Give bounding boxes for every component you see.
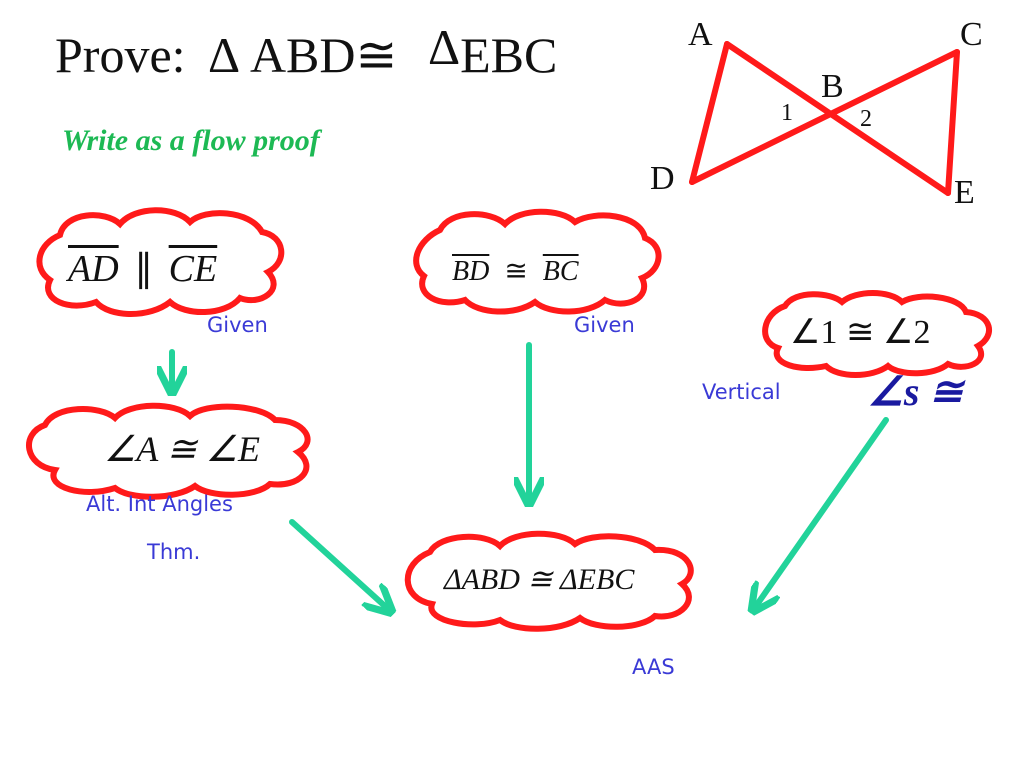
triangle-abd: ABD: [249, 27, 356, 83]
reason-step-4-line1: Alt. Int Angles: [86, 492, 233, 516]
segment-ce: [945, 49, 960, 196]
point-label-c: C: [960, 16, 983, 53]
statement-ad-parallel-ce: AD ∥ CE: [68, 246, 217, 291]
reason-step-1: Given: [207, 313, 268, 337]
cloud-step-2: [413, 208, 662, 315]
triangle-diagram: [689, 41, 960, 196]
segment-ad-label: AD: [68, 248, 119, 290]
reason-step-4-line2: Thm.: [147, 540, 201, 564]
reason-step-3-tail: ∠s ≅: [868, 369, 963, 414]
segment-bc-label: BC: [542, 256, 579, 287]
triangle-ebc: EBC: [460, 27, 558, 83]
reason-step-5: AAS: [632, 655, 675, 679]
cloud-step-1: [36, 207, 285, 317]
flow-arrows: [172, 342, 889, 608]
congruent-symbol-2: ≅: [504, 256, 528, 287]
reason-step-2: Given: [574, 313, 635, 337]
subtitle: Write as a flow proof: [62, 124, 320, 157]
triangle-symbol-2: Δ: [427, 19, 461, 75]
point-label-b: B: [821, 68, 844, 105]
segment-bd-label: BD: [452, 256, 490, 287]
angle-label-1: 1: [781, 100, 793, 126]
page-title: Prove: Δ ABD≅ ΔEBC: [55, 22, 558, 83]
triangle-symbol-1: Δ: [208, 27, 238, 83]
segment-dc: [689, 49, 960, 185]
cloud-step-5: [404, 530, 694, 632]
segment-ad: [689, 41, 730, 185]
arrow-step4-to-step5: [289, 519, 387, 608]
congruent-symbol: ≅: [355, 27, 398, 83]
segment-ce-label: CE: [168, 248, 218, 290]
statement-angleA-congruent-angleE: ∠A ≅ ∠E: [104, 429, 261, 469]
point-label-e: E: [954, 174, 975, 211]
reason-step-3: Vertical: [702, 380, 781, 404]
arrow-step3-to-step5: [756, 417, 889, 606]
point-label-d: D: [650, 160, 675, 197]
segment-ae: [724, 41, 951, 196]
cloud-step-3: [762, 290, 992, 378]
statement-conclusion: ΔABD ≅ ΔEBC: [444, 563, 635, 596]
angle-label-2: 2: [860, 106, 872, 132]
parallel-symbol: ∥: [134, 248, 154, 290]
statement-angle1-congruent-angle2: ∠1 ≅ ∠2: [790, 314, 931, 351]
title-prefix: Prove:: [55, 27, 186, 83]
cloud-step-4: [26, 402, 311, 500]
point-label-a: A: [688, 16, 713, 53]
statement-bd-congruent-bc: BD ≅ BC: [452, 254, 579, 288]
